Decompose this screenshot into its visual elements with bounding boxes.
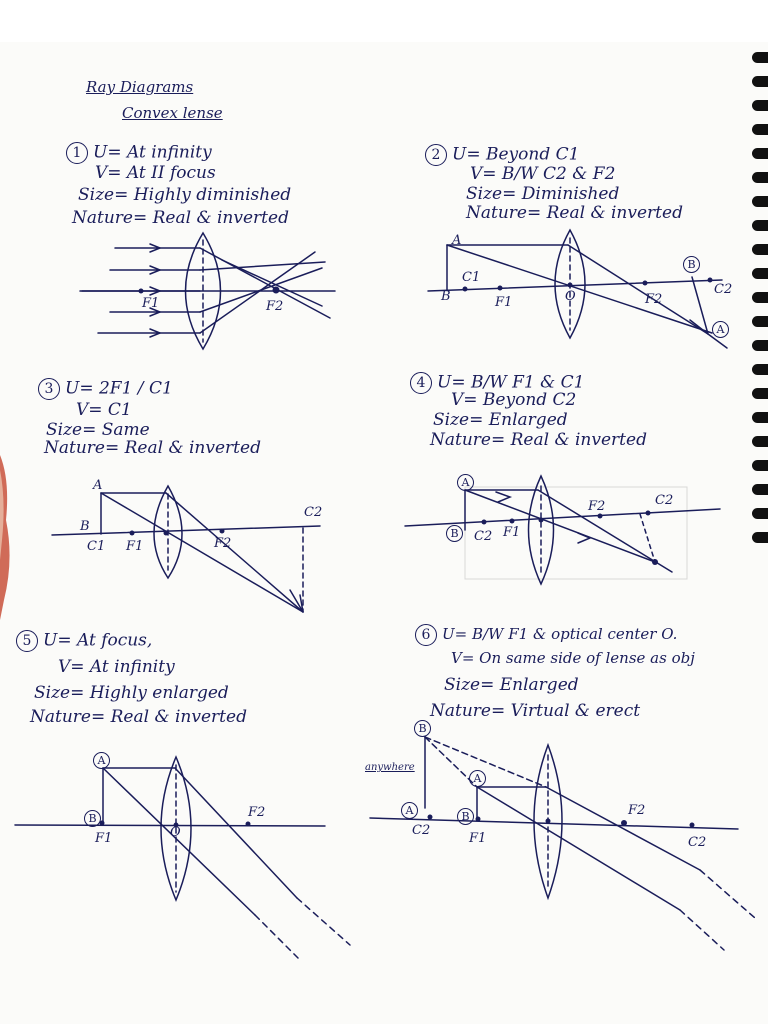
case-2-u: U= Beyond C1 [452, 144, 580, 165]
case-6-label-obj-a: A [469, 770, 486, 787]
case-6-size: Size= Enlarged [444, 675, 579, 695]
case-3-label-b: B [80, 519, 90, 534]
case-5-nature: Nature= Real & inverted [30, 707, 247, 727]
case-4-label-f2: F2 [588, 499, 606, 514]
case-6-number: 6 [415, 624, 437, 646]
case-1-nature: Nature= Real & inverted [72, 208, 289, 228]
case-5-label-o: O [170, 825, 181, 840]
case-2-diagram [427, 228, 728, 349]
case-2-nature: Nature= Real & inverted [466, 203, 683, 223]
case-4-label-c2: C2 [655, 493, 674, 508]
case-4-label-b: B [446, 525, 463, 542]
case-1-label-f2: F2 [266, 299, 284, 314]
case-3-label-f1: F1 [126, 539, 144, 554]
case-4-u: U= B/W F1 & C1 [437, 372, 585, 393]
case-6-label-c2: C2 [688, 835, 707, 850]
case-5-number: 5 [16, 630, 38, 652]
case-2-label-img-top: B [683, 256, 700, 273]
case-4-number: 4 [410, 372, 432, 394]
case-2-number: 2 [425, 144, 447, 166]
case-3-label-c2: C2 [304, 505, 323, 520]
case-5-size: Size= Highly enlarged [34, 683, 229, 703]
notebook-spiral [746, 40, 768, 560]
case-2-label-c1: C1 [462, 270, 481, 285]
case-6-label-img-top: B [414, 720, 431, 737]
case-5-u: U= At focus, [43, 630, 153, 651]
case-3-number: 3 [38, 378, 60, 400]
case-2-label-img-bottom: A [712, 321, 729, 338]
page-subtitle: Convex lense [122, 104, 223, 122]
case-6-label-obj-b: B [457, 808, 474, 825]
case-3-size: Size= Same [46, 420, 150, 440]
case-5-label-f1: F1 [95, 831, 113, 846]
case-5-diagram [14, 755, 351, 959]
case-5-label-f2: F2 [248, 805, 266, 820]
case-2-label-c2: C2 [714, 282, 733, 297]
case-2-v: V= B/W C2 & F2 [470, 164, 616, 184]
case-6-label-c2-left: C2 [412, 823, 431, 838]
case-2-label-o: O [565, 289, 576, 304]
case-3-u: U= 2F1 / C1 [65, 378, 173, 399]
case-3-diagram [51, 484, 321, 613]
case-6-label-img-base: A [401, 802, 418, 819]
case-2-size: Size= Diminished [466, 184, 620, 204]
case-2-label-f1: F1 [495, 295, 513, 310]
page-title: Ray Diagrams [86, 78, 194, 96]
case-3-label-f2: F2 [214, 536, 232, 551]
case-4-label-c2-left: C2 [474, 529, 493, 544]
case-6-v: V= On same side of lense as obj [451, 649, 695, 667]
case-3-label-c1: C1 [87, 539, 106, 554]
case-4-v: V= Beyond C2 [451, 390, 577, 410]
case-1-label-f1: F1 [142, 296, 160, 311]
case-5-v: V= At infinity [58, 657, 175, 677]
case-4-size: Size= Enlarged [433, 410, 568, 430]
case-1-number: 1 [66, 142, 88, 164]
case-6-label-f1: F1 [469, 831, 487, 846]
case-6-label-anywhere: anywhere [365, 762, 415, 773]
case-2-label-f2: F2 [645, 292, 663, 307]
case-1-v: V= At II focus [95, 163, 216, 183]
case-3-nature: Nature= Real & inverted [44, 438, 261, 458]
case-6-diagram [369, 736, 756, 951]
case-3-label-a: A [93, 478, 103, 493]
case-5-label-b: B [84, 810, 101, 827]
case-6-heading: 6 U= B/W F1 & optical center O. [415, 624, 677, 646]
case-2-label-a: A [452, 233, 462, 248]
case-5-label-a: A [93, 752, 110, 769]
case-4-diagram [404, 474, 721, 586]
case-6-label-f2: F2 [628, 803, 646, 818]
case-3-v: V= C1 [76, 400, 132, 420]
case-1-size: Size= Highly diminished [78, 185, 292, 205]
case-4-label-a: A [457, 474, 474, 491]
case-4-label-f1: F1 [503, 525, 521, 540]
case-6-u: U= B/W F1 & optical center O. [442, 625, 678, 643]
case-1-diagram [79, 231, 336, 351]
case-1-u: U= At infinity [93, 142, 212, 163]
case-4-nature: Nature= Real & inverted [430, 430, 647, 450]
case-2-label-b: B [441, 289, 451, 304]
case-6-nature: Nature= Virtual & erect [430, 701, 641, 721]
